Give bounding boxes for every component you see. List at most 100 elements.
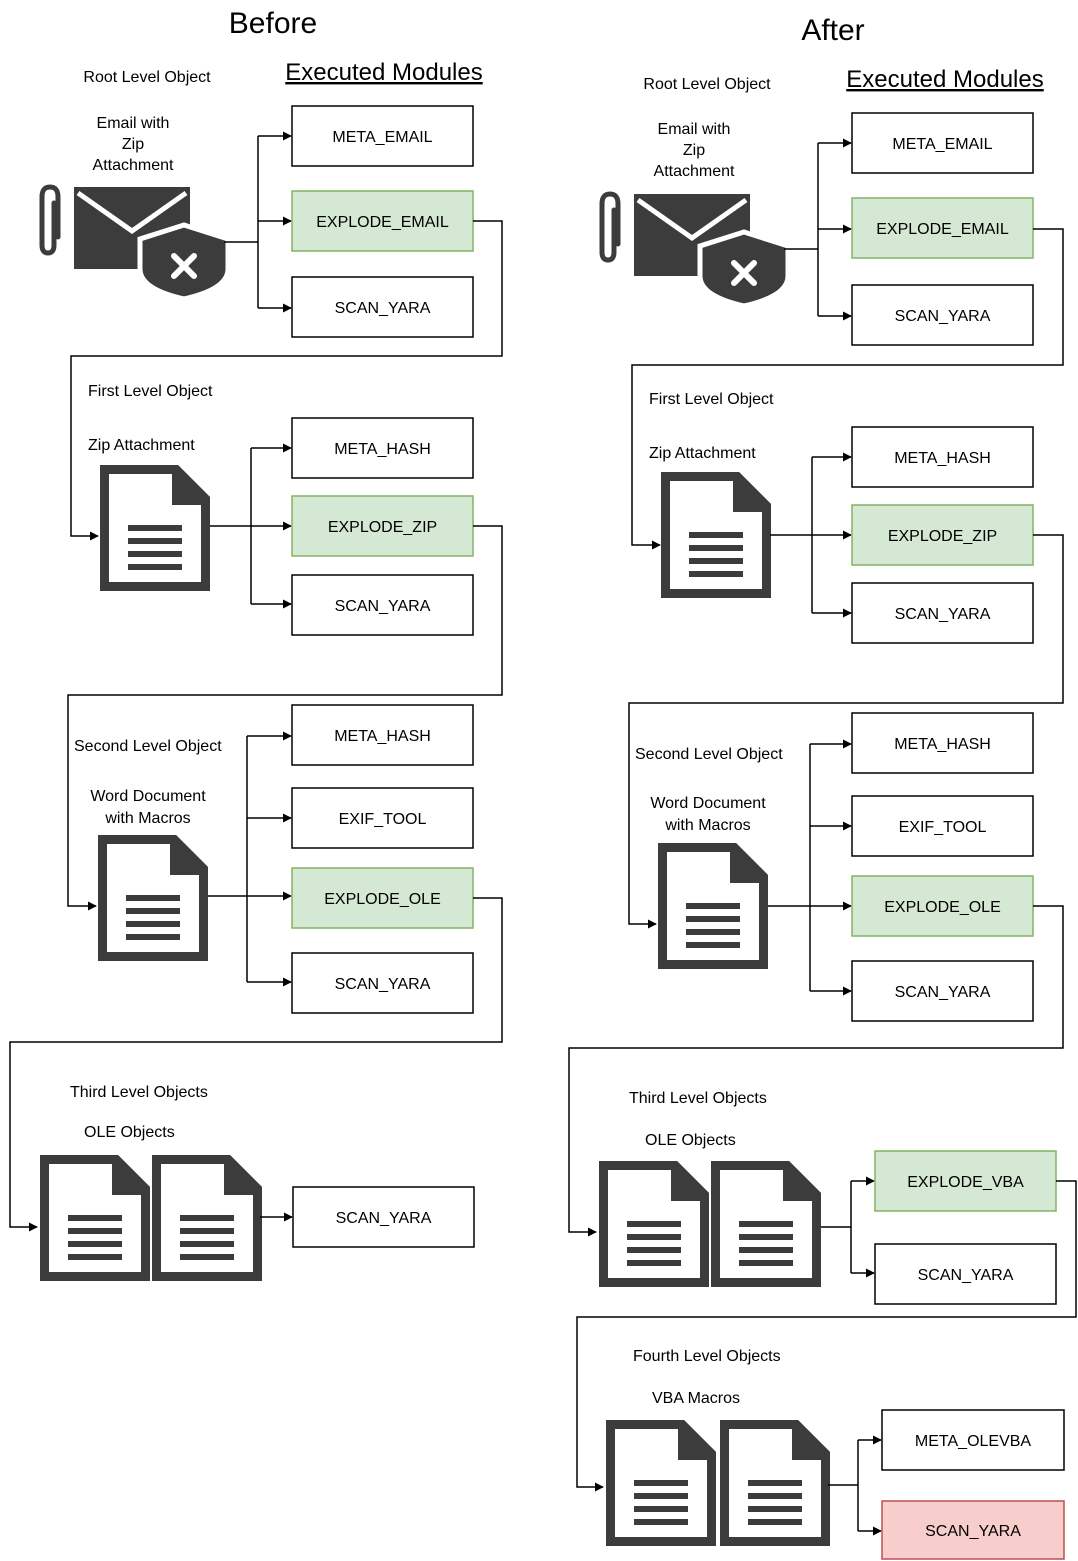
module-name: EXPLODE_OLE — [324, 891, 441, 908]
module-box-frame — [851, 504, 1034, 566]
alert-module-box: SCAN_YARA — [881, 1500, 1065, 1560]
module-name: EXPLODE_ZIP — [888, 528, 997, 545]
module-name: EXPLODE_OLE — [884, 899, 1001, 916]
after-fourth-level-label: Fourth Level Objects — [633, 1348, 781, 1365]
after-modules-heading: Executed Modules — [846, 66, 1043, 93]
module-box-frame — [291, 276, 474, 338]
after-root-connectors — [784, 138, 852, 321]
explode-module-box: EXPLODE_ZIP — [291, 495, 474, 557]
module-name: EXPLODE_VBA — [907, 1174, 1024, 1191]
after-root-level-label: Root Level Object — [643, 76, 771, 93]
document-icon — [98, 835, 208, 961]
module-box-frame — [881, 1409, 1065, 1471]
module-name: EXPLODE_ZIP — [328, 519, 437, 536]
module-name: SCAN_YARA — [895, 606, 991, 623]
before-third-object-label: OLE Objects — [84, 1124, 175, 1141]
module-box: SCAN_YARA — [851, 284, 1034, 346]
after-second-object-label-line2: with Macros — [664, 817, 750, 834]
module-name: META_OLEVBA — [915, 1433, 1032, 1450]
document-icon — [606, 1420, 716, 1546]
module-name: SCAN_YARA — [335, 598, 431, 615]
module-box: SCAN_YARA — [851, 582, 1034, 644]
before-root-level-label: Root Level Object — [83, 69, 211, 86]
module-box: META_HASH — [851, 712, 1034, 774]
module-box-frame — [881, 1500, 1065, 1560]
before-first-object-label: Zip Attachment — [88, 437, 195, 454]
after-root-object-label-line3: Attachment — [654, 163, 735, 180]
before-root-object-label-line3: Attachment — [93, 157, 174, 174]
module-box-frame — [851, 875, 1034, 937]
before-second-object-label-line2: with Macros — [104, 810, 190, 827]
module-name: SCAN_YARA — [335, 300, 431, 317]
after-root-object-label-line1: Email with — [658, 121, 731, 138]
before-root-object-label-line2: Zip — [122, 136, 144, 153]
after-second-object-label-line1: Word Document — [650, 795, 766, 812]
module-box: META_EMAIL — [291, 105, 474, 167]
before-root-object-label-line1: Email with — [97, 115, 170, 132]
module-box: SCAN_YARA — [874, 1243, 1057, 1305]
after-second-explode-connector — [568, 905, 1064, 1237]
module-box: META_HASH — [291, 417, 474, 479]
after-title: After — [801, 14, 864, 47]
module-name: META_HASH — [334, 441, 431, 458]
before-root-connectors — [224, 131, 292, 313]
before-first-explode-connector — [67, 525, 503, 911]
document-icon — [661, 472, 771, 598]
explode-module-box: EXPLODE_OLE — [291, 867, 474, 929]
module-box-frame — [291, 495, 474, 557]
explode-module-box: EXPLODE_EMAIL — [851, 197, 1034, 259]
module-name: META_HASH — [894, 736, 991, 753]
module-box-frame — [291, 105, 474, 167]
document-icon — [599, 1161, 709, 1287]
after-root-object-label-line2: Zip — [683, 142, 705, 159]
explode-module-box: EXPLODE_ZIP — [851, 504, 1034, 566]
before-panel: Before Executed Modules Root Level Objec… — [9, 7, 503, 1281]
after-second-level-label: Second Level Object — [635, 746, 783, 763]
before-first-connectors — [210, 443, 292, 609]
document-icon — [100, 465, 210, 591]
module-box-frame — [874, 1243, 1057, 1305]
module-box: META_OLEVBA — [881, 1409, 1065, 1471]
before-second-object-label-line1: Word Document — [90, 788, 206, 805]
module-name: SCAN_YARA — [925, 1523, 1021, 1540]
module-box-frame — [291, 867, 474, 929]
module-box: SCAN_YARA — [292, 1186, 475, 1248]
after-third-explode-connector — [576, 1180, 1077, 1492]
module-box-frame — [851, 712, 1034, 774]
before-root-explode-connector — [70, 220, 503, 541]
module-name: SCAN_YARA — [895, 308, 991, 325]
module-name: EXPLODE_EMAIL — [876, 221, 1009, 238]
module-box-frame — [291, 417, 474, 479]
after-first-explode-connector — [628, 534, 1064, 929]
after-fourth-connectors — [828, 1435, 882, 1536]
document-icon — [152, 1155, 262, 1281]
module-box: META_HASH — [851, 426, 1034, 488]
explode-module-box: EXPLODE_VBA — [874, 1150, 1057, 1212]
after-first-connectors — [770, 452, 852, 618]
module-name: META_HASH — [894, 450, 991, 467]
explode-module-box: EXPLODE_OLE — [851, 875, 1034, 937]
document-icon — [711, 1161, 821, 1287]
module-box-frame — [874, 1150, 1057, 1212]
before-second-level-label: Second Level Object — [74, 738, 222, 755]
module-box-frame — [851, 960, 1034, 1022]
module-name: EXIF_TOOL — [339, 811, 427, 828]
module-box: EXIF_TOOL — [851, 795, 1034, 857]
module-box-frame — [851, 795, 1034, 857]
module-name: META_EMAIL — [892, 136, 992, 153]
module-name: EXPLODE_EMAIL — [316, 214, 449, 231]
module-box-frame — [291, 190, 474, 252]
module-name: SCAN_YARA — [895, 984, 991, 1001]
module-box: EXIF_TOOL — [291, 787, 474, 849]
after-panel: After Executed Modules Root Level Object… — [568, 14, 1077, 1560]
module-name: EXIF_TOOL — [899, 819, 987, 836]
after-third-level-label: Third Level Objects — [629, 1090, 767, 1107]
module-name: META_EMAIL — [332, 129, 432, 146]
before-second-explode-connector — [9, 897, 503, 1232]
module-box-frame — [851, 582, 1034, 644]
before-second-connectors — [208, 731, 292, 987]
module-box-frame — [292, 1186, 475, 1248]
before-title: Before — [229, 7, 317, 40]
module-box-frame — [851, 284, 1034, 346]
module-box: SCAN_YARA — [291, 574, 474, 636]
